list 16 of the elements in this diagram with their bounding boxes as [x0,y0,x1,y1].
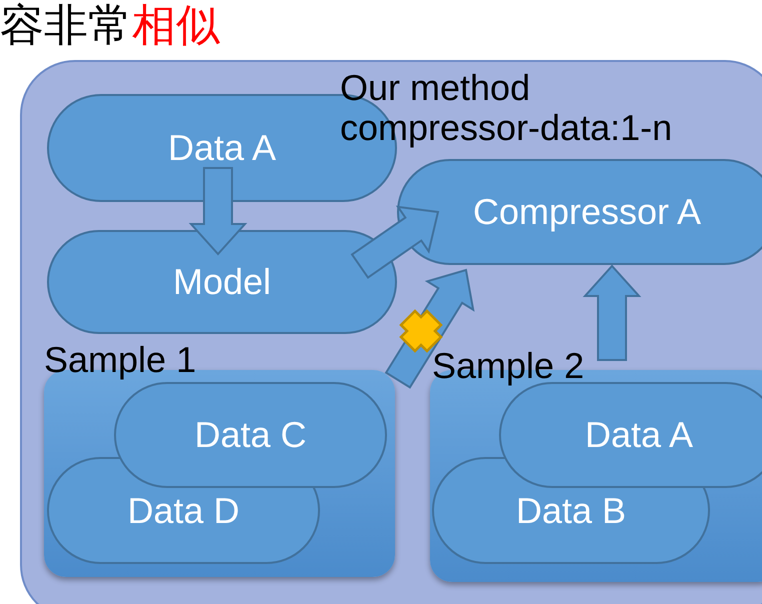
heading-text: Sample 1 [44,340,196,380]
node-label: Data C [193,415,308,455]
method-panel [20,60,762,604]
block-arrow [350,206,440,279]
block-arrow [582,264,642,361]
node-label: Data A [584,415,694,455]
node-label: Compressor A [472,192,702,232]
node-label: Data D [126,490,241,530]
heading-text: 容非常 [0,0,132,52]
block-arrow [188,167,248,256]
node-label: Model [172,262,272,302]
heading-text: Sample 2 [432,346,584,386]
node-label: Data B [514,490,628,530]
heading-text: Our method compressor-data:1-n [340,68,674,148]
heading-text: 相似 [132,0,220,52]
rounded-pill [397,159,762,265]
